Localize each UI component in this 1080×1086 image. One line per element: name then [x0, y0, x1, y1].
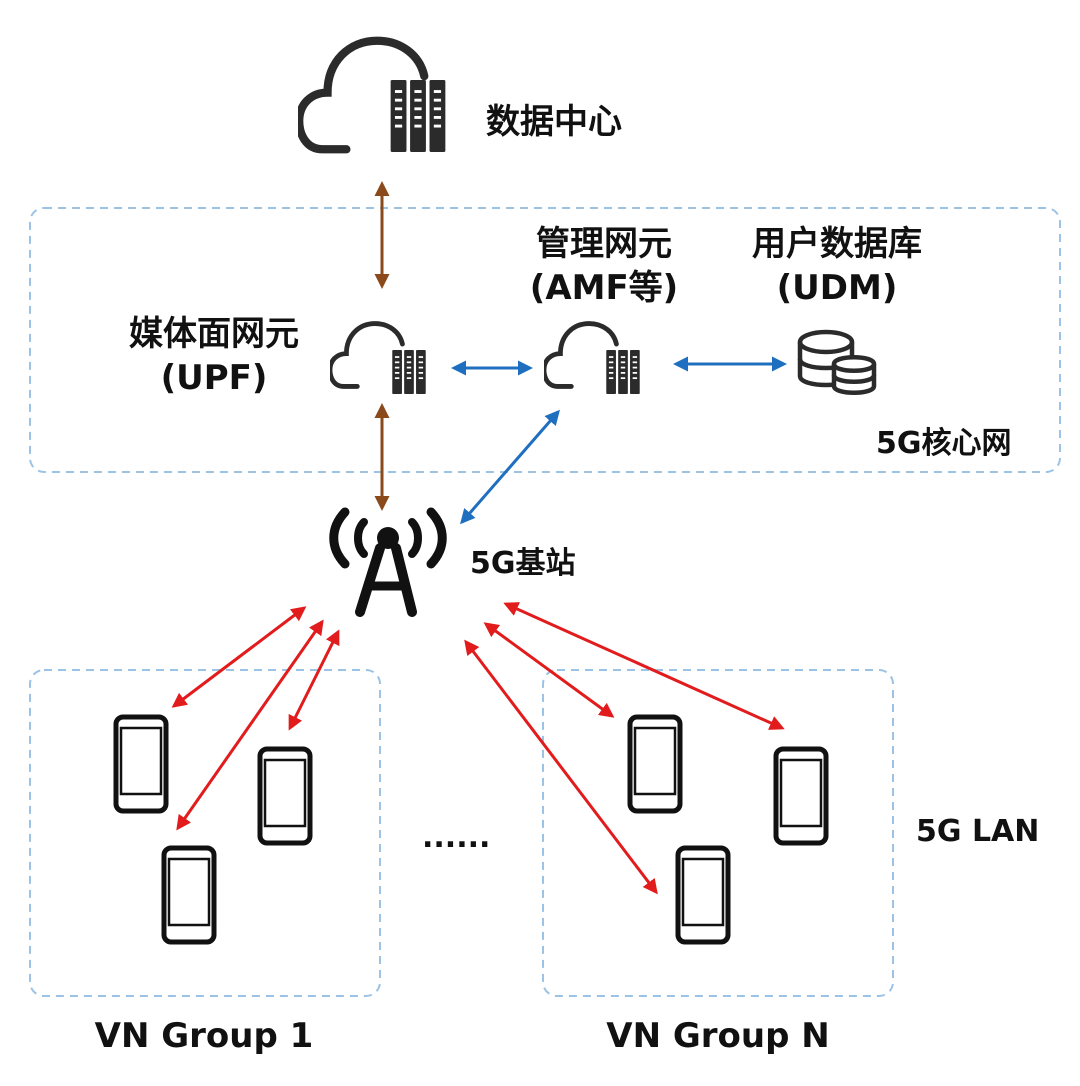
radio-link: [464, 639, 658, 895]
smartphone-icon: [260, 749, 310, 843]
lan-label: 5G LAN: [916, 814, 1040, 849]
udm-abbr-label: (UDM): [776, 268, 898, 308]
server-rack-icon: [392, 350, 426, 394]
cloud-icon: [330, 324, 402, 387]
server-rack-icon: [390, 80, 446, 152]
radio-link: [503, 602, 785, 730]
server-rack-icon: [606, 350, 640, 394]
smartphone-icon: [678, 848, 728, 942]
vn-group-1-boundary: [29, 669, 381, 997]
data-center-label: 数据中心: [486, 102, 622, 142]
cloud-icon: [544, 324, 616, 387]
amf-basestation-link: [460, 409, 560, 525]
smartphone-icon: [164, 848, 214, 942]
vn-group-1-label: VN Group 1: [94, 1016, 314, 1056]
data-center-icon: [299, 41, 446, 152]
amf-icon: [544, 324, 640, 394]
smartphone-icon: [630, 717, 680, 811]
radio-link: [171, 606, 307, 708]
radio-link: [483, 622, 615, 718]
vn-group-n-label: VN Group N: [606, 1016, 830, 1056]
smartphone-icon: [116, 717, 166, 811]
radio-link: [288, 629, 340, 731]
core-network-label: 5G核心网: [876, 426, 1012, 461]
upf-icon: [330, 324, 426, 394]
base-station-label: 5G基站: [470, 546, 576, 581]
upf-name-label: 媒体面网元: [129, 314, 299, 354]
database-icon: [797, 329, 877, 395]
amf-abbr-label: (AMF等): [529, 268, 679, 308]
antenna-tower-icon: [329, 507, 447, 617]
upf-abbr-label: (UPF): [160, 358, 268, 398]
udm-name-label: 用户数据库: [752, 224, 922, 264]
ellipsis-label: ......: [422, 820, 491, 855]
smartphone-icon: [776, 749, 826, 843]
vn-group-n-boundary: [542, 669, 894, 997]
amf-name-label: 管理网元: [536, 224, 672, 264]
